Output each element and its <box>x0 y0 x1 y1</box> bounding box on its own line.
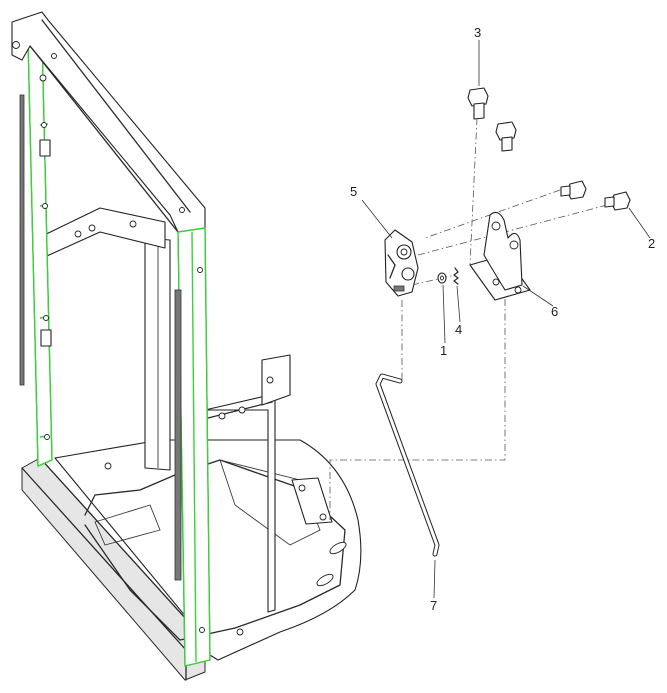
bolt-part-2 <box>604 191 631 211</box>
latch-part-5 <box>384 229 419 297</box>
bolt-part-3b <box>495 121 517 152</box>
leader-6 <box>522 285 554 307</box>
leader-7 <box>433 559 436 599</box>
spring-part-4 <box>453 267 459 285</box>
inner-post <box>144 237 171 471</box>
floor-bracket <box>291 477 333 525</box>
washer-part-1 <box>437 272 447 284</box>
callout-labels: 3 2 5 1 4 6 7 <box>350 25 655 613</box>
callout-1: 1 <box>440 343 447 358</box>
leader-2 <box>628 207 651 239</box>
callout-4: 4 <box>455 322 462 337</box>
leader-lines <box>361 40 651 599</box>
leader-4 <box>456 285 461 323</box>
callout-3: 3 <box>474 25 481 40</box>
callout-2: 2 <box>648 236 655 251</box>
mounting-bracket-part-6 <box>469 211 531 301</box>
leader-1 <box>442 284 446 344</box>
seat-frame-assembly <box>11 11 362 681</box>
rod-part-7 <box>375 373 440 557</box>
bolt-part-3 <box>467 87 489 120</box>
leader-5 <box>361 199 393 239</box>
callout-6: 6 <box>551 304 558 319</box>
callout-7: 7 <box>430 598 437 613</box>
bolt-part-2b <box>560 180 587 200</box>
exploded-parts <box>329 87 631 557</box>
right-side-frame <box>204 354 291 613</box>
callout-5: 5 <box>350 184 357 199</box>
left-rail <box>19 35 53 467</box>
front-post <box>174 227 211 667</box>
